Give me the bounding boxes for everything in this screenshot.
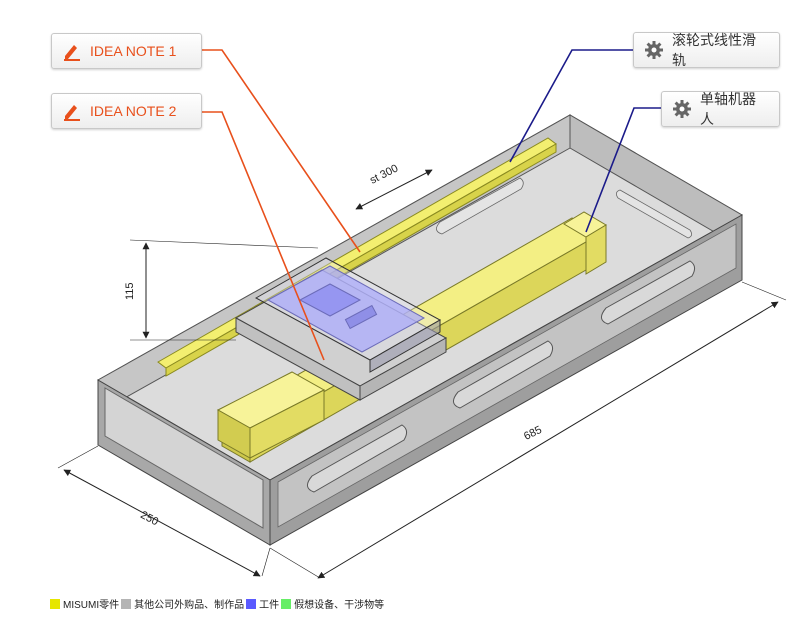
single-axis-robot-label: 单轴机器人 xyxy=(700,91,756,127)
legend-swatch-workpiece xyxy=(246,598,257,609)
legend-label-purchased: 其他公司外购品、制作品 xyxy=(134,600,245,611)
legend: MISUMI零件 其他公司外购品、制作品 工件 假想设备、干涉物等 xyxy=(48,596,384,611)
linear-rail-button[interactable]: 滚轮式线性滑轨 xyxy=(633,32,780,68)
pencil-icon xyxy=(62,41,82,61)
linear-rail-label: 滚轮式线性滑轨 xyxy=(672,32,756,68)
legend-label-workpiece: 工件 xyxy=(259,600,280,611)
single-axis-robot-button[interactable]: 单轴机器人 xyxy=(661,91,780,127)
legend-swatch-virtual xyxy=(281,598,292,609)
legend-label-misumi: MISUMI零件 xyxy=(63,600,120,611)
idea-note-2-button[interactable]: IDEA NOTE 2 xyxy=(51,93,202,129)
idea-note-1-button[interactable]: IDEA NOTE 1 xyxy=(51,33,202,69)
height-dimension: 115 xyxy=(124,282,136,300)
back-wall-slots xyxy=(436,177,692,239)
gear-icon xyxy=(644,40,664,60)
pencil-icon xyxy=(62,101,82,121)
dimension-lines xyxy=(57,169,787,579)
gear-icon xyxy=(672,99,692,119)
legend-label-virtual: 假想设备、干涉物等 xyxy=(294,600,385,611)
legend-swatch-purchased xyxy=(121,598,132,609)
idea-note-2-label: IDEA NOTE 2 xyxy=(90,103,177,119)
legend-swatch-misumi xyxy=(50,598,60,609)
idea-note-1-label: IDEA NOTE 1 xyxy=(90,43,177,59)
leader-lines xyxy=(202,49,661,361)
